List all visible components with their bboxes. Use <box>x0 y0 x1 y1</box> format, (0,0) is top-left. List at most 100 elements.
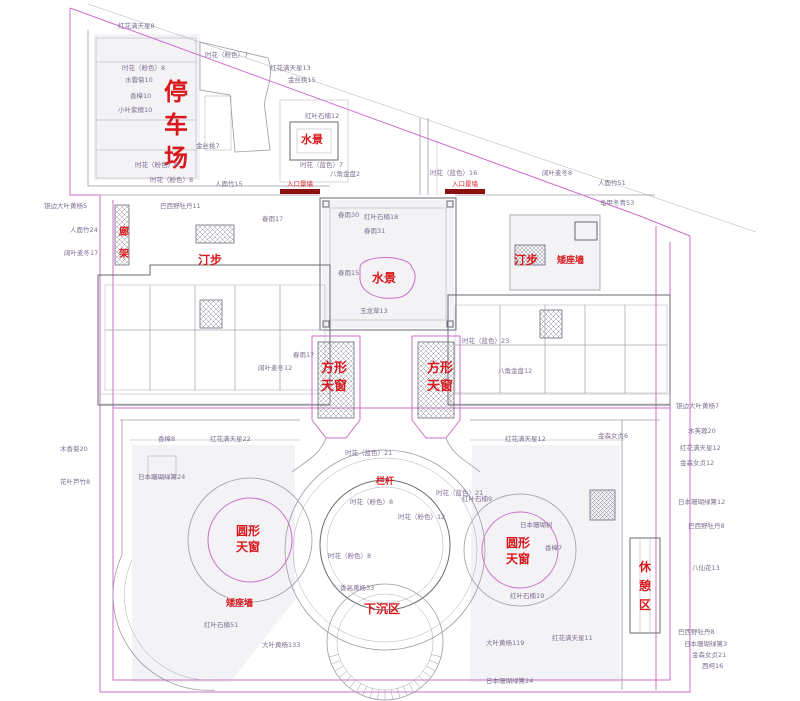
hatch-line <box>514 244 518 248</box>
round-skylight-east-glass <box>481 511 559 589</box>
plant-label: 阔叶麦冬12 <box>258 364 293 372</box>
plant-label: 时花（蓝色）21 <box>345 449 393 457</box>
hatch-line <box>589 489 606 506</box>
hatch-line <box>417 341 421 345</box>
site-boundary <box>69 7 691 693</box>
plant-label: 小叶紫檀10 <box>118 106 153 114</box>
hatch-line <box>114 204 125 215</box>
hatch-line <box>199 299 211 311</box>
plant-label: 春雨30 <box>338 211 360 219</box>
hatch-line <box>119 204 130 215</box>
railing-circle-inner <box>326 486 444 604</box>
plant-label: 金森女贞6 <box>598 432 629 440</box>
plant-label: 日本珊瑚绿篱24 <box>486 677 534 685</box>
square-skylight-west-glass <box>317 341 355 419</box>
west-building <box>97 204 331 406</box>
hatch-line <box>536 256 546 266</box>
central-water-pool <box>359 257 416 299</box>
hatch-line <box>351 341 355 345</box>
hatch-line <box>541 309 563 331</box>
hatch-pattern <box>589 489 616 521</box>
hatch-line <box>417 412 424 419</box>
plant-label: 时花（粉色）8 <box>328 552 372 560</box>
hatch-line <box>417 382 454 419</box>
hatch-line <box>417 357 455 395</box>
plant-label: 八角金盘12 <box>498 367 533 375</box>
zone-label-low-seat-wall-north: 矮座墙 <box>557 256 585 266</box>
boundary-inner <box>112 200 671 681</box>
water-feature-frame <box>279 99 349 183</box>
hatch-line <box>539 317 561 339</box>
hatch-line <box>589 489 594 494</box>
hatch-line <box>606 511 616 521</box>
hatch-line <box>417 402 434 419</box>
hatch-line <box>417 342 455 380</box>
plant-label: 八仙花13 <box>692 564 720 572</box>
hatch-line <box>602 507 616 521</box>
stair-tread-line <box>338 671 348 678</box>
hatch-line <box>212 224 232 244</box>
zone-label-rest-area: 休憩区 <box>639 560 652 612</box>
hatch-line <box>589 489 614 514</box>
hatch-line <box>539 309 556 326</box>
west-stairwell <box>199 299 223 329</box>
hatch-line <box>417 347 455 385</box>
hatch-pattern <box>539 309 563 339</box>
hatch-line <box>417 341 436 360</box>
plant-label: 春雨15 <box>338 269 360 277</box>
hatch-line <box>202 224 222 244</box>
hatch-line <box>539 309 546 316</box>
hatch-line <box>216 299 223 306</box>
hatch-line <box>198 224 218 244</box>
hatch-line <box>589 495 615 521</box>
hatch-line <box>199 322 206 329</box>
hatch-line <box>417 407 429 419</box>
east-building <box>447 214 671 406</box>
hatch-line <box>417 341 446 370</box>
plant-label: 红叶石楠12 <box>305 112 340 120</box>
hatch-line <box>589 489 602 502</box>
stair-tread-line <box>408 683 415 693</box>
plant-label: 木香菊20 <box>60 445 88 453</box>
hatch-line <box>539 309 561 331</box>
hatch-line <box>514 244 526 256</box>
hatch-line <box>217 224 235 242</box>
hatch-line <box>199 302 223 326</box>
hatch-line <box>317 341 331 355</box>
hatch-line <box>436 341 455 360</box>
hatch-line <box>594 499 616 521</box>
stair-tread-line <box>355 683 362 693</box>
plant-label: 时花（蓝色）23 <box>462 337 510 345</box>
west-garden-steps <box>147 455 177 479</box>
hatch-line <box>317 341 351 375</box>
hatch-line <box>197 224 217 244</box>
hatch-line <box>114 229 130 245</box>
plant-label: 时花（粉色）8 <box>150 176 194 184</box>
plant-label: 金森女贞12 <box>680 459 715 467</box>
hatch-line <box>522 244 544 266</box>
hatch-line <box>118 254 130 266</box>
plant-label: 木芙蓉20 <box>688 427 716 435</box>
hatch-line <box>123 259 130 266</box>
parking-planter <box>204 95 232 151</box>
zone-label-water-feature-north: 水景 <box>301 133 323 146</box>
parking-road-edge <box>87 30 330 187</box>
zone-label-round-skylight-west: 圆形天窗 <box>236 524 261 554</box>
central-plaza-area <box>322 200 454 328</box>
plant-label: 红花满天星13 <box>270 64 311 72</box>
stair-tread-line <box>391 689 393 700</box>
hatch-line <box>227 224 235 232</box>
hatch-line <box>589 515 595 521</box>
plant-label: 阔叶麦冬17 <box>64 249 99 257</box>
hatch-line <box>114 254 126 266</box>
hatch-line <box>417 392 444 419</box>
pavilion-inner <box>329 207 447 321</box>
plant-label: 巴西野牡丹11 <box>160 202 201 210</box>
plant-label: 红花满天星11 <box>552 634 593 642</box>
hatch-line <box>589 511 599 521</box>
west-stepping-stones <box>195 224 235 244</box>
lower-east-garden-area <box>470 445 620 682</box>
water-feature-inner <box>296 128 332 154</box>
hatch-line <box>514 248 532 266</box>
room <box>104 329 151 391</box>
